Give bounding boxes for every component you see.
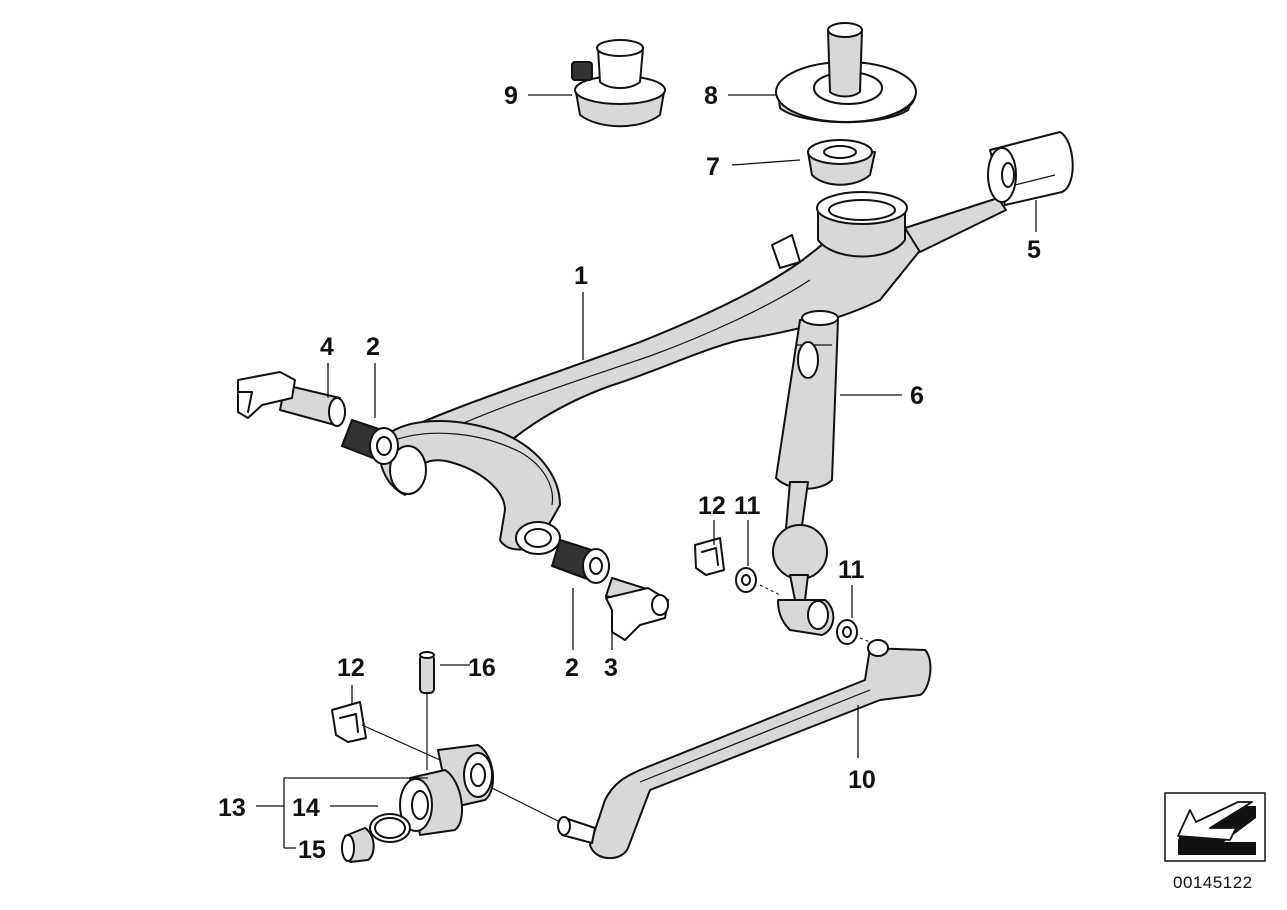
pin-bracket-part-4 (237, 371, 346, 427)
selector-arm-part-1 (378, 191, 1007, 555)
label-11-lower: 11 (838, 556, 865, 584)
label-6: 6 (910, 382, 924, 410)
joint-assembly-parts-13-14-15 (341, 744, 495, 863)
label-9: 9 (504, 82, 518, 110)
label-3: 3 (604, 654, 618, 682)
label-13: 13 (218, 794, 246, 822)
label-5: 5 (1027, 236, 1041, 264)
label-11-upper: 11 (734, 492, 761, 520)
clip-part-12-lower (331, 701, 367, 743)
label-2-lower: 2 (565, 654, 579, 682)
label-7: 7 (706, 153, 720, 181)
label-12-upper: 12 (698, 492, 726, 520)
pin-part-16 (419, 651, 435, 694)
reference-number: 00145122 (1173, 873, 1253, 892)
label-2-upper: 2 (366, 333, 380, 361)
label-15: 15 (298, 836, 326, 864)
label-14: 14 (292, 794, 320, 822)
assembly-line-rod (491, 787, 561, 823)
label-1: 1 (574, 262, 588, 290)
label-16: 16 (468, 654, 496, 682)
leader-lines (256, 94, 1037, 849)
needle-bushing-upper-part-2 (341, 419, 399, 465)
shift-rod-part-10 (557, 639, 932, 860)
label-4: 4 (320, 333, 334, 361)
washer-clip-upper-group (694, 537, 871, 645)
lever-rod-part-6 (772, 310, 839, 636)
front-direction-arrow-icon (1164, 792, 1266, 862)
assembly-line-clip (361, 724, 441, 761)
sleeve-part-5 (987, 131, 1074, 206)
label-8: 8 (704, 82, 718, 110)
needle-bushing-lower-part-2 (551, 539, 610, 584)
bracket-part-3 (605, 577, 669, 641)
label-12-lower: 12 (337, 654, 365, 682)
lever-seat-part-8 (775, 22, 917, 124)
label-10: 10 (848, 766, 876, 794)
clamp-ring-part-9 (571, 39, 666, 128)
part-labels: 9 8 7 5 1 4 2 6 12 11 11 2 3 12 16 10 13… (218, 82, 1041, 864)
bushing-part-7 (807, 139, 876, 186)
